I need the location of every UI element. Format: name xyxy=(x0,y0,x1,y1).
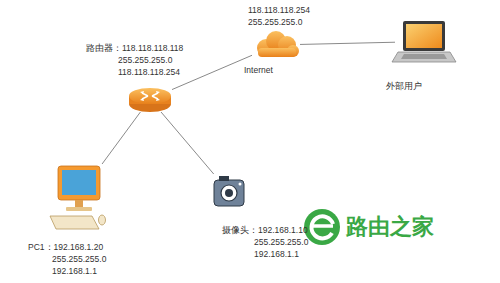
router-node: 路由器：118.118.118.118 255.255.255.0 118.11… xyxy=(128,86,172,112)
router-address-text: 路由器：118.118.118.118 255.255.255.0 118.11… xyxy=(86,42,194,78)
network-link xyxy=(161,112,214,174)
router-icon xyxy=(129,88,171,112)
external-user-label: 外部用户 xyxy=(386,80,422,92)
desktop-pc-icon xyxy=(50,166,106,229)
internet-cloud: 118.118.118.254 255.255.255.0Internet xyxy=(252,31,300,59)
pc-address-text: PC1：192.168.1.20 255.255.255.0 192.168.1… xyxy=(28,241,122,277)
pc-node: PC1：192.168.1.20 255.255.255.0 192.168.1… xyxy=(48,164,106,232)
ip-address-text: 118.118.118.254 255.255.255.0 xyxy=(248,4,312,28)
camera-node: 摄像头：192.168.1.10 255.255.255.0 192.168.1… xyxy=(212,174,246,210)
network-link xyxy=(102,112,140,164)
cloud-icon xyxy=(257,31,299,57)
network-link xyxy=(300,42,395,44)
laptop-icon xyxy=(392,21,456,62)
external-user-node: 外部用户 xyxy=(395,19,458,64)
network-link xyxy=(172,55,252,89)
cloud-label: Internet xyxy=(244,64,273,76)
camera-icon xyxy=(214,176,244,206)
watermark-logo xyxy=(304,209,340,245)
watermark-text: 路由之家 xyxy=(346,213,434,241)
camera-address-text: 摄像头：192.168.1.10 255.255.255.0 192.168.1… xyxy=(222,224,324,260)
